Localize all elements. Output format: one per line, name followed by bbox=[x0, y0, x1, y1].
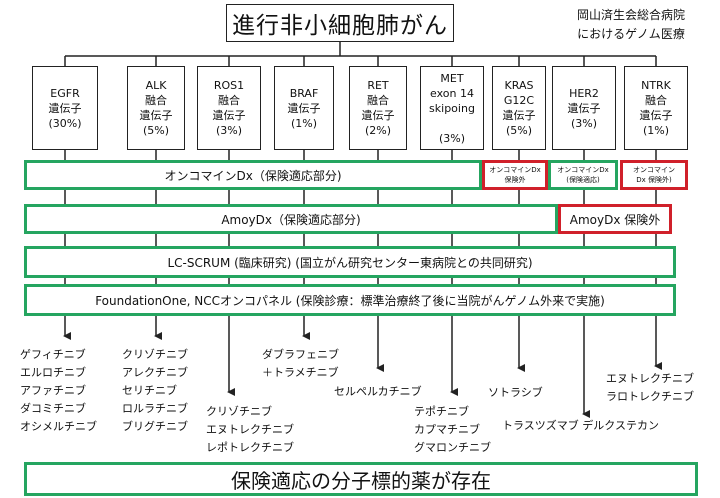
hospital-subtitle: 岡山済生会総合病院 におけるゲノム医療 bbox=[576, 8, 685, 41]
drugs-alk: クリゾチニブ アレクチニブ セリチニブ ロルラチニブ ブリグチニブ bbox=[122, 348, 188, 433]
oncomine-dx-bar: オンコマインDx（保険適応部分) bbox=[24, 160, 482, 190]
drugs-met: テポチニブ カプマチニブ グマロンチニブ bbox=[414, 405, 491, 454]
drugs-kras: ソトラシブ bbox=[488, 386, 543, 399]
amoydx-outside-label: AmoyDx 保険外 bbox=[569, 212, 661, 227]
gene-box-kras: KRAS G12C 遺伝子 (5%) bbox=[492, 66, 546, 150]
gene-box-ros1: ROS1 融合 遺伝子 (3%) bbox=[197, 66, 261, 150]
drugs-her2: トラスツズマブ デルクステカン bbox=[502, 419, 659, 432]
lc-scrum-bar: LC-SCRUM (臨床研究) (国立がん研究センター東病院との共同研究) bbox=[24, 246, 676, 278]
amoydx-outside-box: AmoyDx 保険外 bbox=[558, 204, 672, 234]
gene-box-her2: HER2 遺伝子 (3%) bbox=[552, 66, 616, 150]
drugs-ros1: クリゾチニブ エヌトレクチニブ レポトレクチニブ bbox=[206, 405, 294, 454]
amoydx-label: AmoyDx（保険適応部分) bbox=[221, 212, 361, 227]
oncomine-her2-label: オンコマインDx (保険適応) bbox=[557, 166, 609, 184]
footer-note: 保険適応の分子標的薬が存在 bbox=[24, 462, 698, 496]
oncomine-kras-label: オンコマインDx 保険外 bbox=[489, 166, 541, 184]
gene-box-braf: BRAF 遺伝子 (1%) bbox=[274, 66, 334, 150]
oncomine-ntrk-label: オンコマイン Dx 保険外) bbox=[633, 166, 675, 184]
foundation-one-label: FoundationOne, NCCオンコパネル (保険診療：標準治療終了後に当… bbox=[95, 293, 605, 308]
foundation-one-bar: FoundationOne, NCCオンコパネル (保険診療：標準治療終了後に当… bbox=[24, 284, 676, 316]
page-title: 進行非小細胞肺がん bbox=[226, 4, 454, 42]
oncomine-dx-label: オンコマインDx（保険適応部分) bbox=[164, 168, 342, 183]
drugs-ntrk: エヌトレクチニブ ラロトレクチニブ bbox=[606, 372, 694, 403]
oncomine-kras-box: オンコマインDx 保険外 bbox=[482, 160, 548, 190]
gene-box-ntrk: NTRK 融合 遺伝子 (1%) bbox=[624, 66, 688, 150]
gene-box-alk: ALK 融合 遺伝子 (5%) bbox=[127, 66, 185, 150]
drugs-egfr: ゲフィチニブ エルロチニブ アファチニブ ダコミチニブ オシメルチニブ bbox=[20, 348, 97, 433]
oncomine-her2-box: オンコマインDx (保険適応) bbox=[548, 160, 618, 190]
drugs-braf: ダブラフェニブ ＋トラメチニブ bbox=[262, 348, 339, 379]
drugs-ret: セルペルカチニブ bbox=[334, 385, 422, 398]
gene-box-met: MET exon 14 skipoing (3%) bbox=[420, 66, 484, 150]
oncomine-ntrk-box: オンコマイン Dx 保険外) bbox=[620, 160, 688, 190]
gene-box-egfr: EGFR 遺伝子 (30%) bbox=[32, 66, 98, 150]
lc-scrum-label: LC-SCRUM (臨床研究) (国立がん研究センター東病院との共同研究) bbox=[167, 255, 533, 270]
gene-box-ret: RET 融合 遺伝子 (2%) bbox=[349, 66, 407, 150]
amoydx-bar: AmoyDx（保険適応部分) bbox=[24, 204, 558, 234]
